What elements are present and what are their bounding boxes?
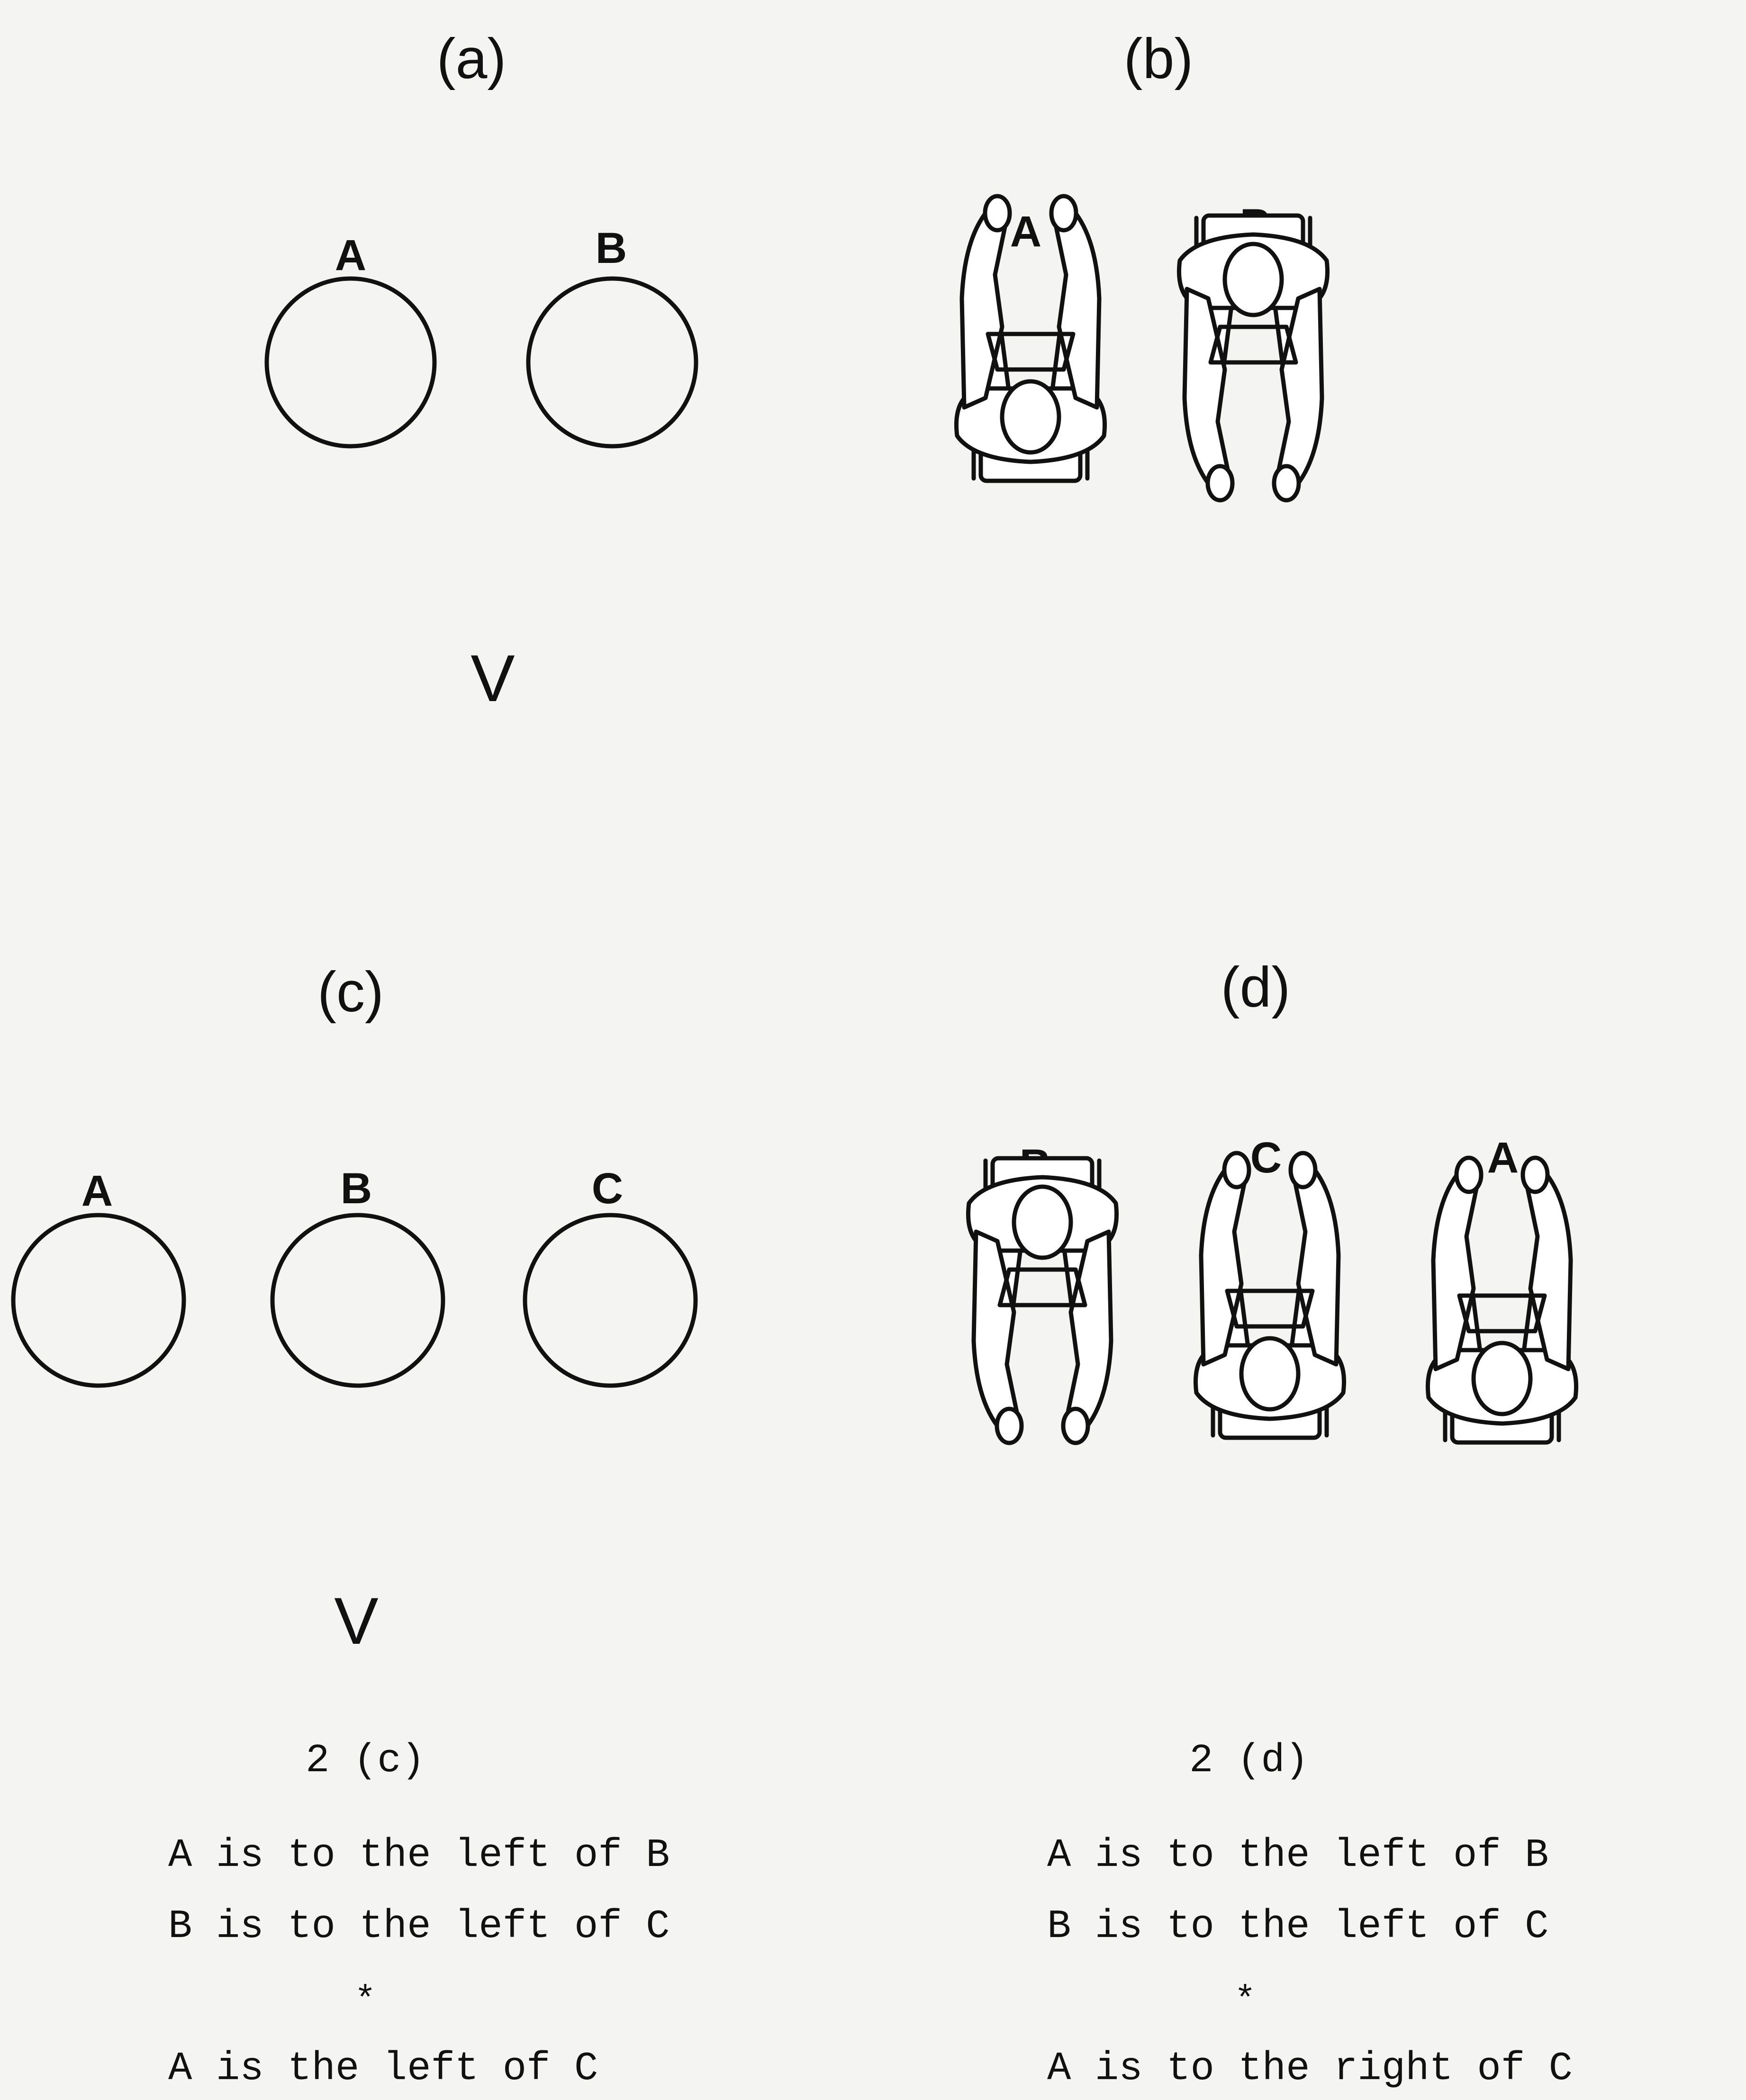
panel-d: (d) B C A: [968, 955, 1576, 1443]
panel-b-label: (b): [1124, 27, 1194, 90]
panel-c-separator: *: [354, 1980, 376, 2021]
panel-c-label: (c): [317, 960, 384, 1024]
panel-c-conclusion: A is the left of C: [168, 2046, 598, 2091]
panel-d-person-label-a: A: [1487, 1134, 1519, 1182]
panel-d-label: (d): [1221, 955, 1291, 1019]
panel-d-person-b-figure: [968, 1158, 1116, 1443]
panel-a-label: (a): [437, 27, 507, 90]
panel-d-conclusion: A is to the right of C: [1047, 2046, 1573, 2091]
panel-d-person-c-figure: [1195, 1153, 1344, 1438]
panel-c-object-label-b: B: [341, 1164, 372, 1213]
panel-b-person-b-figure: [1179, 216, 1327, 500]
panel-c-caption: 2 (c): [306, 1739, 425, 1784]
panel-c-statement-1: A is to the left of B: [168, 1833, 670, 1878]
panel-c: (c) A B C V: [11, 960, 698, 1658]
panel-b-person-label-a: A: [1010, 207, 1041, 256]
panel-c-circle-b: [270, 1213, 445, 1388]
panel-d-separator: *: [1234, 1980, 1256, 2021]
panel-d-statement-1: A is to the left of B: [1047, 1833, 1549, 1878]
panel-a-circle-b: [526, 276, 698, 449]
panel-a-object-label-a: A: [335, 231, 366, 279]
panel-c-circle-a: [11, 1213, 186, 1388]
panel-d-statement-2: B is to the left of C: [1047, 1904, 1549, 1949]
panel-c-viewer-marker: V: [334, 1584, 378, 1658]
panel-c-statement-2: B is to the left of C: [168, 1904, 670, 1949]
panel-d-person-label-c: C: [1250, 1134, 1282, 1182]
panel-a-viewer-marker: V: [470, 641, 515, 715]
panel-a: (a) A B V: [264, 27, 698, 715]
panel-a-circle-a: [264, 276, 437, 449]
panel-b: (b) A B: [956, 27, 1327, 500]
panel-a-object-label-b: B: [596, 224, 627, 272]
panel-c-circle-c: [523, 1213, 698, 1388]
panel-c-object-label-c: C: [592, 1164, 623, 1213]
panel-d-person-a-figure: [1428, 1158, 1576, 1442]
panel-c-object-label-a: A: [81, 1167, 113, 1215]
panel-d-caption: 2 (d): [1189, 1739, 1309, 1784]
